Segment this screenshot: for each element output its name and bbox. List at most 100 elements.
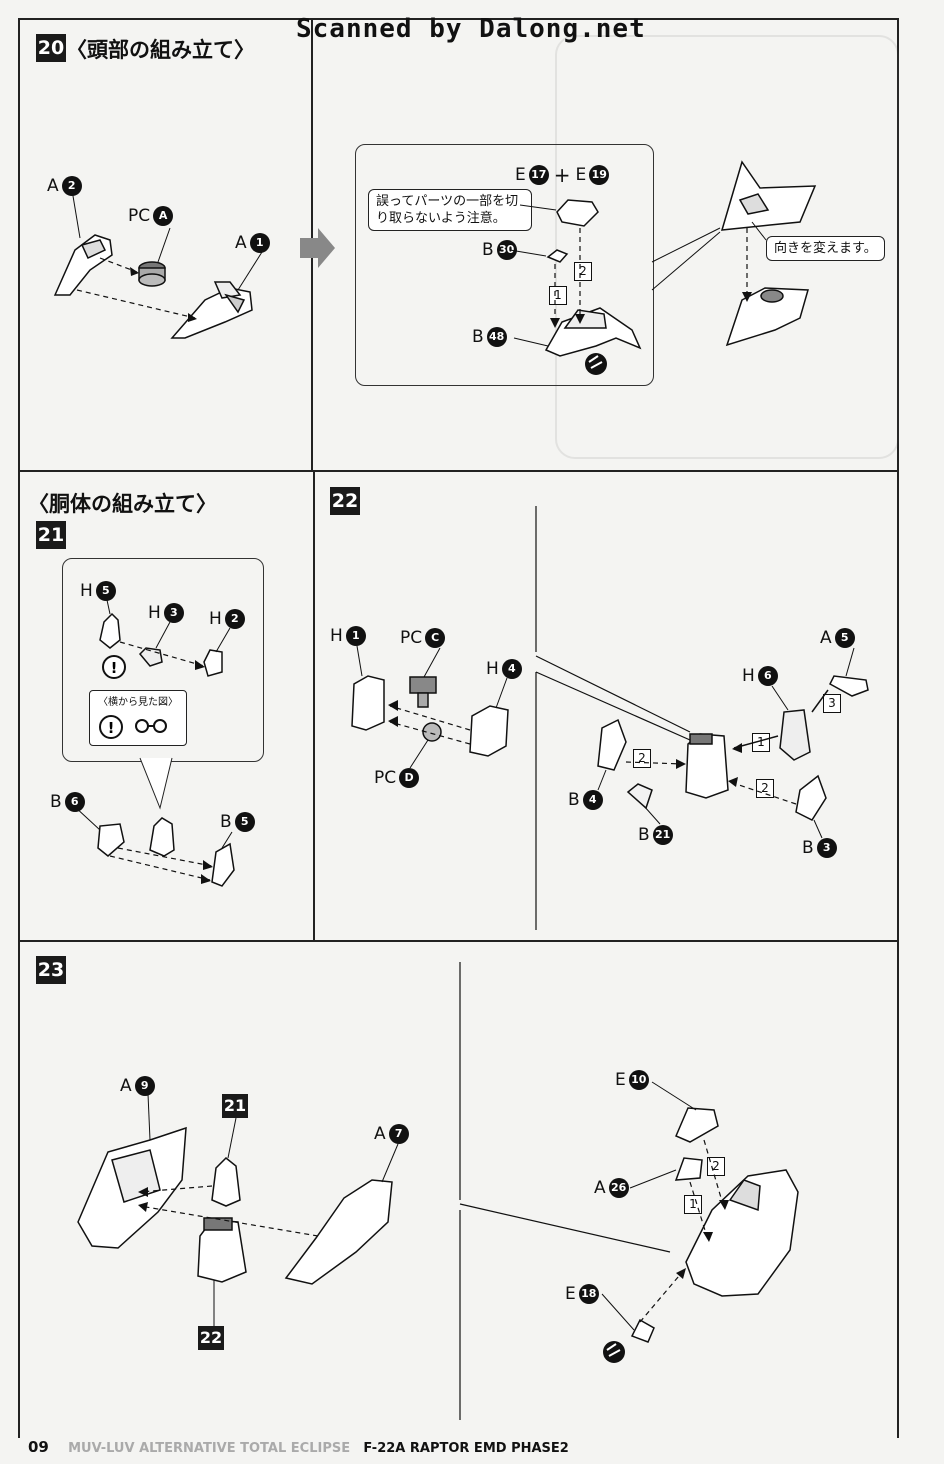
- order-1: 1: [684, 1195, 702, 1214]
- part-label-h3: H 3: [148, 603, 184, 623]
- part-label-a7: A 7: [374, 1124, 409, 1144]
- part-number: 21: [652, 825, 673, 845]
- part-number: 3: [816, 838, 837, 858]
- part-number: 2: [224, 609, 245, 629]
- part-letter: E: [565, 1284, 576, 1304]
- ref-step-21: 21: [222, 1094, 248, 1118]
- part-label-h2: H 2: [209, 609, 245, 629]
- part-letter: H: [80, 581, 93, 601]
- part-e18: [630, 1318, 655, 1343]
- frame-left: [18, 18, 20, 1438]
- part-number: 3: [163, 603, 184, 623]
- part-label-h1: H 1: [330, 626, 366, 646]
- series-name: MUV-LUV ALTERNATIVE TOTAL ECLIPSE: [68, 1441, 351, 1456]
- part-label-pcc: PC C: [400, 628, 446, 648]
- warning-mark: !: [108, 719, 115, 737]
- part-a5: [829, 675, 869, 697]
- section-title-head: 〈頭部の組み立て〉: [66, 38, 255, 62]
- inset-drawing: [509, 160, 817, 375]
- part-letter: H: [148, 603, 161, 623]
- divider-row2: [18, 940, 898, 942]
- part-b30: [546, 249, 569, 263]
- part-number: 5: [834, 628, 855, 648]
- part-number: 5: [95, 581, 116, 601]
- part-letter: B: [50, 792, 62, 812]
- part-number: 9: [134, 1076, 155, 1096]
- part-number: 19: [589, 165, 610, 185]
- part-h1: [351, 675, 385, 731]
- side-view-symbol: [135, 719, 167, 733]
- flow-arrow: [300, 228, 335, 268]
- part-label-b3: B 3: [802, 838, 837, 858]
- part-letter: H: [486, 659, 499, 679]
- part-b4: [597, 718, 627, 771]
- part-label-b48: B 48: [472, 327, 507, 347]
- part-number: 6: [64, 792, 85, 812]
- note-rotate: 向きを変えます。: [766, 236, 885, 261]
- part-letter: B: [220, 812, 232, 832]
- side-view-caption: 〈横から見た図〉: [98, 697, 178, 708]
- part-number: 4: [582, 790, 603, 810]
- frame-right: [897, 18, 899, 1438]
- part-number: 1: [249, 233, 270, 253]
- part-label-e18: E 18: [565, 1284, 599, 1304]
- polycap-a: [138, 261, 166, 287]
- part-letter: A: [594, 1178, 606, 1198]
- step-number-22: 22: [330, 487, 360, 515]
- polycap-d: [422, 722, 442, 742]
- part-a26: [674, 1157, 703, 1181]
- cut-icon: [603, 1341, 625, 1363]
- part-number: 10: [628, 1070, 649, 1090]
- part-label-e10: E 10: [615, 1070, 649, 1090]
- part-e10: [675, 1107, 719, 1143]
- part-h2: [203, 649, 223, 677]
- part-number: 1: [345, 626, 366, 646]
- part-number: 6: [757, 666, 778, 686]
- part-letter: A: [47, 176, 59, 196]
- order-1: 1: [549, 286, 567, 305]
- ghost-bleed: [555, 35, 899, 459]
- part-label-e17-e19: E 17 + E 19: [515, 163, 610, 187]
- head-part-a1: [170, 281, 253, 339]
- order-2: 2: [756, 779, 774, 798]
- step-number-23: 23: [36, 956, 66, 984]
- part-label-pca: PC A: [128, 206, 174, 226]
- part-letter: E: [515, 165, 526, 185]
- watermark: Scanned by Dalong.net: [296, 14, 646, 44]
- divider-col-mid: [313, 470, 315, 940]
- part-label-b6: B 6: [50, 792, 85, 812]
- part-h5: [99, 612, 121, 649]
- warning-icon-side: !: [99, 715, 123, 739]
- part-letter: A: [374, 1124, 386, 1144]
- part-number: C: [425, 628, 446, 648]
- part-label-b21: B 21: [638, 825, 673, 845]
- part-b21: [626, 783, 653, 810]
- part-letter: E: [615, 1070, 626, 1090]
- step-number-20: 20: [36, 34, 66, 62]
- part-number: 17: [528, 165, 549, 185]
- inset-panel-20: [355, 144, 654, 386]
- part-letter: A: [235, 233, 247, 253]
- part-number: A: [153, 206, 174, 226]
- part-letter: H: [742, 666, 755, 686]
- part-b5: [211, 842, 235, 887]
- part-number: 5: [234, 812, 255, 832]
- plus-sign: +: [553, 163, 571, 187]
- section-title-torso: 〈胴体の組み立て〉: [28, 492, 217, 516]
- part-letter: A: [120, 1076, 132, 1096]
- part-number: D: [399, 768, 420, 788]
- part-number: 7: [388, 1124, 409, 1144]
- part-letter: B: [802, 838, 814, 858]
- part-number: 26: [608, 1178, 629, 1198]
- part-label-a2: A 2: [47, 176, 82, 196]
- part-label-b5: B 5: [220, 812, 255, 832]
- assembly-21: [211, 1156, 241, 1207]
- part-b3: [795, 774, 827, 821]
- warning-icon: !: [102, 655, 126, 679]
- part-letter: B: [482, 240, 494, 260]
- part-number: 30: [496, 240, 517, 260]
- step20-drawing: [53, 195, 335, 339]
- part-a7: [284, 1179, 393, 1285]
- part-number: 4: [501, 659, 522, 679]
